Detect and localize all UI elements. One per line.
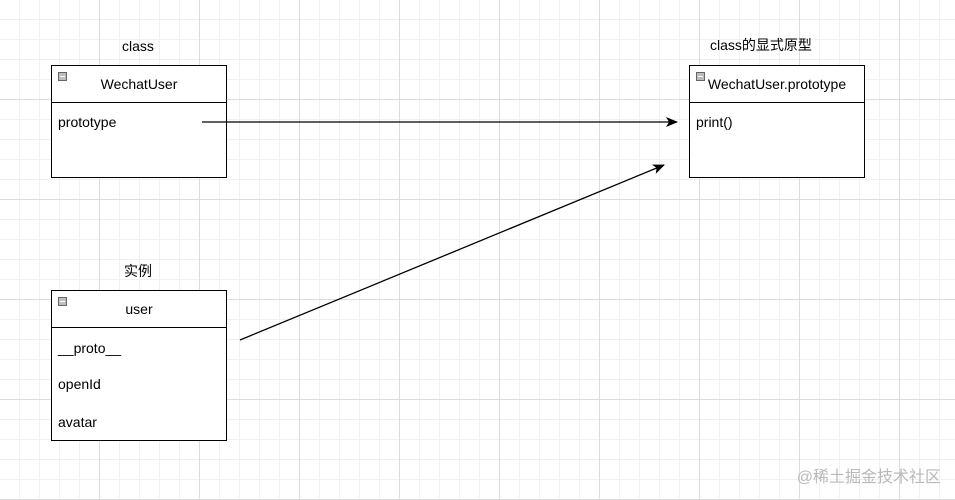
user-instance-header[interactable]: user bbox=[52, 291, 226, 328]
field-open-id: openId bbox=[58, 376, 101, 392]
field-prototype: prototype bbox=[58, 114, 117, 130]
collapse-icon[interactable] bbox=[696, 72, 705, 81]
caption-class: class bbox=[122, 38, 154, 54]
caption-prototype-explicit: class的显式原型 bbox=[710, 37, 812, 53]
field-print: print() bbox=[696, 114, 733, 130]
wechat-user-prototype-title: WechatUser.prototype bbox=[707, 76, 847, 92]
caption-instance: 实例 bbox=[124, 263, 152, 279]
field-avatar: avatar bbox=[58, 414, 97, 430]
field-proto: __proto__ bbox=[58, 340, 122, 356]
watermark: @稀土掘金技术社区 bbox=[796, 469, 941, 486]
wechat-user-class-box[interactable]: WechatUser prototype bbox=[51, 65, 227, 178]
wechat-user-prototype-box[interactable]: WechatUser.prototype print() bbox=[689, 65, 865, 178]
collapse-icon[interactable] bbox=[58, 72, 67, 81]
proto-arrow bbox=[239, 164, 665, 341]
collapse-icon[interactable] bbox=[58, 297, 67, 306]
user-instance-title: user bbox=[125, 301, 153, 317]
wechat-user-class-title: WechatUser bbox=[100, 76, 178, 92]
wechat-user-prototype-header[interactable]: WechatUser.prototype bbox=[690, 66, 864, 103]
user-instance-box[interactable]: user __proto__ openId avatar bbox=[51, 290, 227, 441]
wechat-user-class-header[interactable]: WechatUser bbox=[52, 66, 226, 103]
